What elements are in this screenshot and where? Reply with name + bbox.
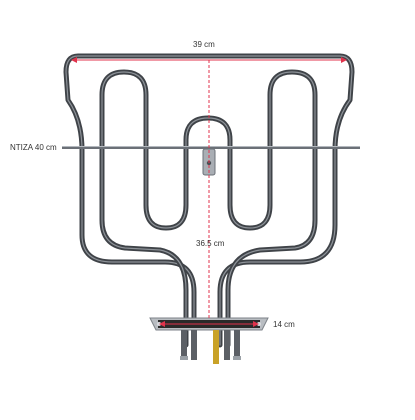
terminals: [180, 330, 241, 364]
dimension-lines: [71, 57, 347, 327]
side-dimension-label: NTIZA 40 cm: [10, 143, 57, 152]
width-dimension-label: 39 cm: [193, 40, 215, 49]
bracket-dimension-label: 14 cm: [273, 320, 295, 329]
height-dimension-label: 36.5 cm: [196, 239, 225, 248]
outer-heating-loop: [63, 53, 355, 348]
support-bar: [62, 146, 360, 149]
inner-heating-loop: [99, 69, 318, 348]
